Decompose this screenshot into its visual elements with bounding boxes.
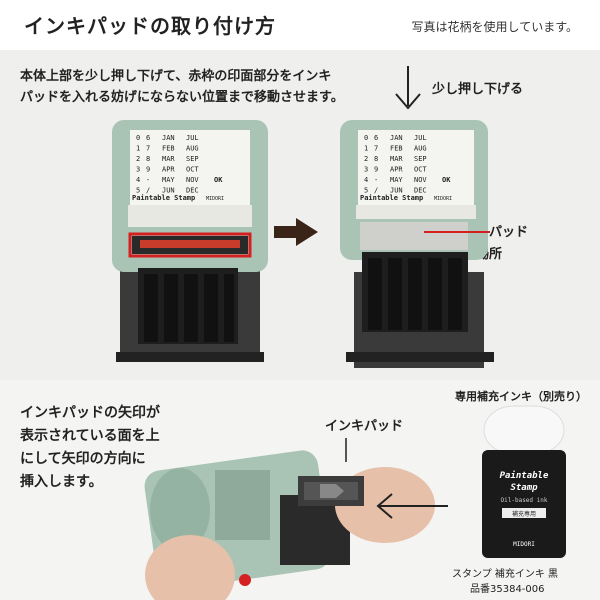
refill-title: 専用補充インキ（別売り） (455, 390, 587, 403)
push-down-arrow-icon (395, 66, 421, 110)
stamp-digit: 4 (364, 176, 368, 184)
stamp-digit: 5 (136, 187, 140, 195)
stamp-digit: 7 (374, 145, 378, 153)
stamp-digit: / (374, 187, 378, 195)
bottle-maker: MIDORI (513, 541, 535, 548)
stamp-month: MAR (162, 155, 175, 163)
stamp-maker: MIDORI (434, 196, 452, 202)
bottle-brand-line2: Stamp (510, 483, 538, 493)
stamp-digit: 6 (374, 134, 378, 142)
stamp-digit: - (146, 176, 150, 184)
bottle-sub: Oil-based ink (501, 497, 548, 504)
stamp-month: MAY (390, 176, 403, 184)
stamp-digit: 7 (146, 145, 150, 153)
stamp-month: AUG (414, 145, 427, 153)
stamp-month: MAY (162, 176, 175, 184)
step1-description: 本体上部を少し押し下げて、赤枠の印面部分をインキ パッドを入れる妨げにならない位… (20, 66, 380, 108)
stamp-month: JUN (162, 187, 175, 195)
stamp-month: SEP (186, 155, 199, 163)
step2-illustration: Paintable Stamp Oil-based ink 補充専用 MIDOR… (144, 405, 566, 600)
stamp-digit: / (146, 187, 150, 195)
hand-left (145, 535, 235, 600)
stamp-month: JUN (390, 187, 403, 195)
step2-description-line3: にして矢印の方向に (20, 451, 146, 467)
refill-caption-line1: スタンプ 補充インキ 黒 (452, 569, 559, 580)
stamp-digit: - (374, 176, 378, 184)
stamp-month: DEC (414, 187, 427, 195)
stamp-brand: Paintable Stamp (360, 194, 423, 202)
step1-description-line1: 本体上部を少し押し下げて、赤枠の印面部分をインキ (20, 69, 332, 84)
stamp-digit: 8 (146, 155, 150, 163)
stamp-month: JUL (186, 134, 199, 142)
stamp-digit: 1 (364, 145, 368, 153)
stamp-digit: 1 (136, 145, 140, 153)
stamp-month: DEC (186, 187, 199, 195)
bottle-label: 補充専用 (512, 510, 536, 518)
stamp-month: MAR (390, 155, 403, 163)
stamp-digit: 9 (146, 166, 150, 174)
stamp-month: OCT (414, 166, 427, 174)
page-title: インキパッドの取り付け方 (24, 14, 276, 38)
stamp-month: OCT (186, 166, 199, 174)
step1-panel (0, 50, 600, 380)
refill-bottle: Paintable Stamp Oil-based ink 補充専用 MIDOR… (482, 405, 566, 558)
step2-description-line1: インキパッドの矢印が (20, 405, 160, 421)
stamp-digit: 5 (364, 187, 368, 195)
stamp-month: FEB (390, 145, 403, 153)
stamp-month: SEP (414, 155, 427, 163)
refill-caption-line2: 品番35384-006 (470, 584, 545, 595)
stamp-digit: 9 (374, 166, 378, 174)
stamp-month: APR (390, 166, 403, 174)
stamp-digit: 2 (364, 155, 368, 163)
stamp-brand: Paintable Stamp (132, 194, 195, 202)
right-arrow-icon (274, 218, 318, 246)
stamp-after (340, 120, 494, 368)
step2-description: インキパッドの矢印が 表示されている面を上 にして矢印の方向に 挿入します。 (20, 402, 190, 494)
stamp-before (112, 120, 268, 362)
stamp-ok-text: OK (214, 176, 223, 184)
stamp-maker: MIDORI (206, 196, 224, 202)
ink-pad-label: インキパッド (325, 419, 404, 434)
stamp-digit: 6 (146, 134, 150, 142)
step1-description-line2: パッドを入れる妨げにならない位置まで移動させます。 (20, 90, 344, 105)
stamp-month: JUL (414, 134, 427, 142)
photo-note: 写真は花柄を使用しています。 (411, 20, 578, 34)
stamp-month: JAN (390, 134, 403, 142)
stamp-digit: 8 (374, 155, 378, 163)
stamp-month: NOV (186, 176, 199, 184)
step2-description-line2: 表示されている面を上 (20, 428, 160, 444)
stamp-digit: 4 (136, 176, 140, 184)
step2-description-line4: 挿入します。 (20, 474, 103, 490)
ink-pad (298, 476, 364, 506)
insert-arrow-icon (376, 493, 448, 519)
ink-pad-slot (360, 222, 468, 250)
stamp-digit: 0 (136, 134, 140, 142)
stamp-month: AUG (186, 145, 199, 153)
stamp-digit: 0 (364, 134, 368, 142)
stamp-month: NOV (414, 176, 427, 184)
stamp-ok-text: OK (442, 176, 451, 184)
stamp-digit: 2 (136, 155, 140, 163)
bottle-brand-line1: Paintable (500, 470, 549, 481)
stamp-digit: 3 (364, 166, 368, 174)
stamp-month: JAN (162, 134, 175, 142)
push-down-label: 少し押し下げる (432, 82, 524, 97)
stamp-digit: 3 (136, 166, 140, 174)
stamp-month: FEB (162, 145, 175, 153)
stamp-month: APR (162, 166, 175, 174)
